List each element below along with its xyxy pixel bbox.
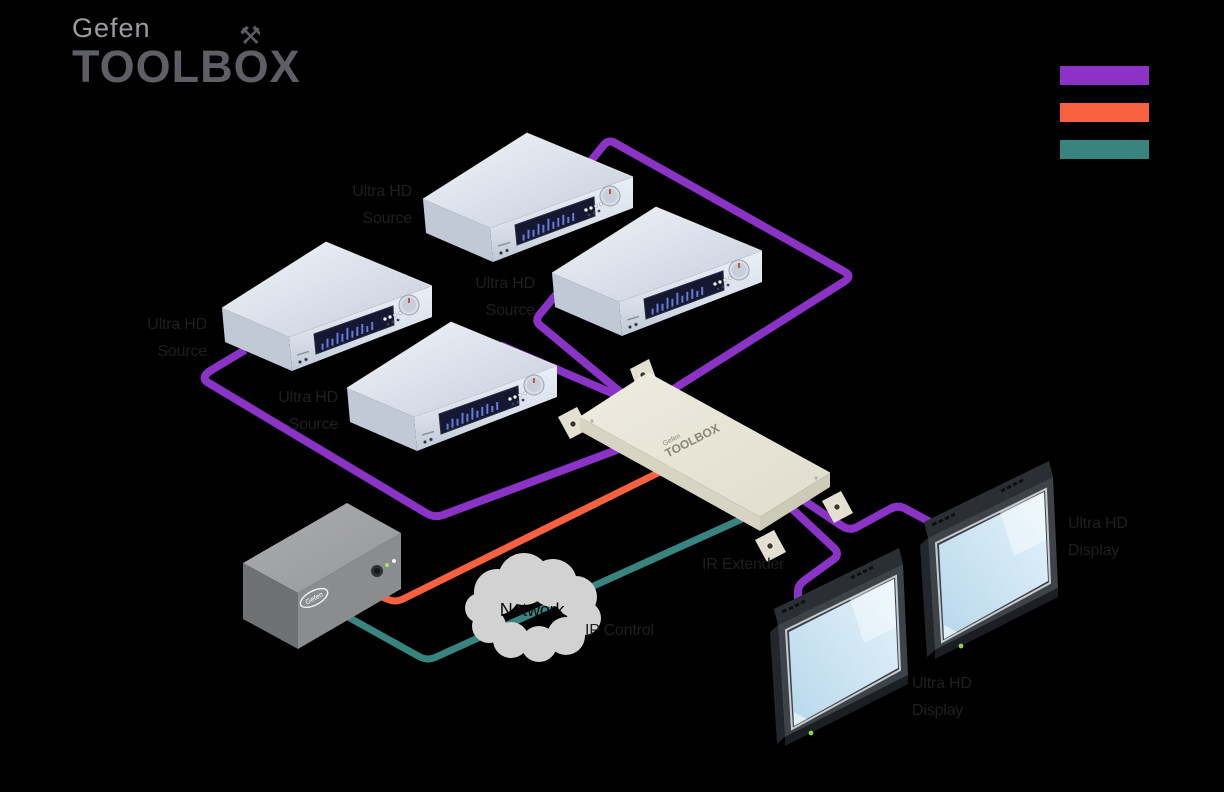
label-source-2: Ultra HD Source <box>147 316 207 360</box>
matrix-screw-1 <box>590 419 594 423</box>
label-source-4: Ultra HD Source <box>278 389 338 433</box>
gefen-toolbox-logo: Gefen TOOLBOX ⚒ <box>72 13 301 90</box>
cable-network-teal <box>328 515 744 663</box>
control-box-led-white <box>392 559 396 563</box>
label-ip-control: IP Control <box>585 622 654 639</box>
matrix-top-face <box>580 373 830 517</box>
label-ir-extender: IR Extender <box>702 556 785 573</box>
label-network-cloud: Network <box>499 600 565 620</box>
ultra-hd-display-2 <box>768 546 910 748</box>
matrix-left-flange-hole <box>569 420 577 428</box>
cable-source-1 <box>586 137 853 394</box>
ultra-hd-display-1 <box>918 459 1060 661</box>
label-source-3: Ultra HD Source <box>475 275 535 319</box>
control-box-front-face <box>298 533 401 649</box>
control-box: Gefen <box>243 503 401 649</box>
matrix-right-side <box>760 473 830 531</box>
cable-legend <box>1060 66 1149 177</box>
control-box-led-green <box>385 563 389 567</box>
legend-swatch-purple <box>1060 66 1149 85</box>
brand-toolbox-text: TOOLBOX <box>72 41 301 92</box>
control-box-left-face <box>243 563 298 649</box>
matrix-screw-2 <box>814 476 818 480</box>
brand-gefen-text: Gefen <box>72 13 151 43</box>
legend-swatch-orange <box>1060 103 1149 122</box>
cable-serial-orange <box>348 458 682 605</box>
ultra-hd-source-4 <box>346 321 558 452</box>
cable-source-2 <box>200 346 632 521</box>
label-source-1: Ultra HD Source <box>352 183 412 227</box>
matrix-right-flange-hole <box>833 503 841 511</box>
network-cloud <box>465 553 601 662</box>
legend-swatch-teal <box>1060 140 1149 159</box>
matrix-front-flange-hole <box>766 542 774 550</box>
ir-window-center <box>374 568 380 574</box>
cable-display-1 <box>797 494 947 534</box>
hammer-wrench-icon: ⚒ <box>239 22 262 50</box>
label-display-1: Ultra HD Display <box>1068 515 1128 559</box>
toolbox-matrix: Gefen TOOLBOX <box>558 359 853 562</box>
label-display-2: Ultra HD Display <box>912 675 972 719</box>
matrix-top-edge-highlight <box>579 372 831 474</box>
control-box-top-face <box>243 503 401 593</box>
cable-source-3 <box>533 287 628 400</box>
ultra-hd-source-2 <box>221 241 433 372</box>
matrix-left-side <box>580 417 760 531</box>
